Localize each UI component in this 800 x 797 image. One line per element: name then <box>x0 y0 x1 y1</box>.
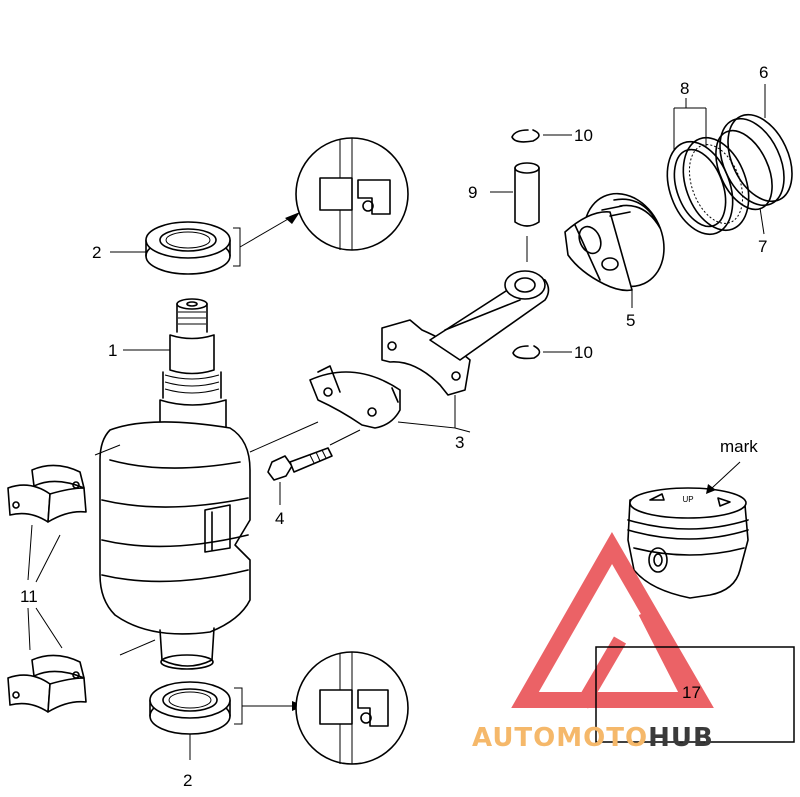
leader-part-3 <box>397 395 471 433</box>
connecting-rod-cap-part-3 <box>309 365 401 429</box>
label-mark: mark <box>720 437 758 456</box>
watermark-triangle-hook <box>638 608 697 704</box>
leader-part-7 <box>759 207 765 235</box>
main-bearing-lower-part-11 <box>7 654 87 713</box>
leader-part-8 <box>673 98 707 150</box>
label-7: 7 <box>758 237 767 256</box>
piston-ring-part-6 <box>719 113 793 207</box>
circlip-bottom-part-10 <box>512 345 541 360</box>
bolt-axis-line <box>249 421 361 453</box>
leaders-part-11 <box>27 524 63 651</box>
watermark-triangle-inner <box>575 636 627 709</box>
crank-lower-axis <box>119 639 156 656</box>
label-8: 8 <box>680 79 689 98</box>
label-11: 11 <box>20 587 38 606</box>
detail-circle-bottom <box>295 651 409 765</box>
leader-mark <box>711 461 741 489</box>
piston-ring-part-7 <box>715 129 773 211</box>
watermark-text: AUTOMOTOHUB <box>472 723 714 753</box>
label-3: 3 <box>455 433 464 452</box>
piston-part-5 <box>564 192 665 292</box>
part-17-box <box>595 646 795 743</box>
label-10-bottom: 10 <box>574 343 593 362</box>
rod-bolt-part-4 <box>267 447 333 481</box>
label-17: 17 <box>682 683 701 702</box>
piston-pin-part-9 <box>514 162 540 227</box>
connecting-rod-part-3 <box>381 270 550 396</box>
piston-up-mark: UP <box>682 495 693 504</box>
oil-seal-bottom-part-2 <box>149 681 304 760</box>
detail-circle-top <box>295 137 409 251</box>
crank-upper-axis <box>94 444 121 456</box>
label-5: 5 <box>626 311 635 330</box>
main-bearing-upper-part-11 <box>7 464 87 523</box>
crankshaft-part-1 <box>99 298 251 670</box>
label-1: 1 <box>108 341 117 360</box>
label-10-top: 10 <box>574 126 593 145</box>
label-2-top: 2 <box>92 243 101 262</box>
label-2-bottom: 2 <box>183 771 192 790</box>
automotohub-watermark <box>511 531 714 709</box>
label-4: 4 <box>275 509 284 528</box>
circlip-top-part-10 <box>511 129 540 143</box>
watermark-text-automoto: AUTOMOTO <box>472 723 648 753</box>
oil-seal-top-part-2 <box>145 212 300 275</box>
mark-arrowhead <box>706 484 716 494</box>
label-9: 9 <box>468 183 477 202</box>
watermark-text-hub: HUB <box>648 723 714 753</box>
label-6: 6 <box>759 63 768 82</box>
piston-mark-detail: UP <box>627 487 749 599</box>
